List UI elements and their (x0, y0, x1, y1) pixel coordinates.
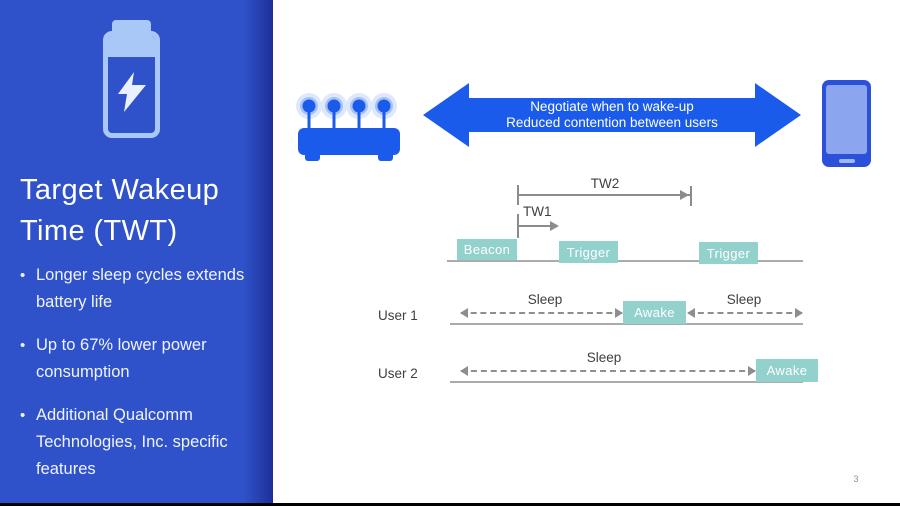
trigger-box-1: Trigger (559, 241, 618, 263)
tw1-label: TW1 (523, 204, 552, 219)
battery-cap (112, 20, 151, 34)
router-base (298, 128, 400, 155)
user2-baseline (450, 381, 803, 383)
user1-awake-box: Awake (623, 301, 686, 324)
phone-home-button (838, 159, 855, 163)
user2-awake-box: Awake (756, 359, 818, 382)
sidebar: Target Wakeup Time (TWT) Longer sleep cy… (0, 0, 273, 503)
ap-baseline (447, 260, 803, 262)
trigger-box-2: Trigger (699, 242, 758, 264)
smartphone-icon (822, 80, 871, 167)
battery-body (103, 31, 160, 138)
double-headed-arrow (423, 83, 801, 147)
tw2-line (518, 194, 690, 196)
banner-text: Negotiate when to wake-up Reduced conten… (423, 83, 801, 147)
title-line-1: Target Wakeup (20, 174, 220, 206)
user2-sleep-label: Sleep (586, 350, 622, 365)
user1-sleep-right-label: Sleep (726, 292, 762, 307)
wifi-router-icon (296, 93, 400, 161)
bullet-item: Up to 67% lower power consumption (20, 332, 258, 386)
bullet-list: Longer sleep cycles extends battery life… (20, 262, 258, 499)
tw1-line (518, 225, 552, 227)
user2-sleep-arrow (460, 366, 756, 376)
battery-fill (108, 36, 155, 57)
tw2-label: TW2 (590, 176, 620, 191)
lightning-bolt-icon (118, 72, 146, 112)
user1-sleep-left-arrow (460, 308, 623, 318)
bullet-item: Additional Qualcomm Technologies, Inc. s… (20, 402, 258, 483)
tw2-arrowhead (680, 190, 689, 200)
bullet-item: Longer sleep cycles extends battery life (20, 262, 258, 316)
page-number: 3 (853, 474, 859, 484)
page-title: Target Wakeup Time (TWT) (20, 170, 270, 252)
tw2-tick-right (690, 186, 692, 206)
antenna-halos (296, 93, 397, 119)
banner-line-1: Negotiate when to wake-up (530, 98, 694, 114)
tw1-arrowhead (550, 221, 559, 231)
beacon-box: Beacon (457, 239, 517, 260)
user1-sleep-right-arrow (687, 308, 803, 318)
antenna-stems (307, 106, 386, 132)
banner-line-2: Reduced contention between users (506, 115, 718, 130)
battery-charging-icon (103, 20, 160, 138)
user2-label: User 2 (378, 366, 418, 381)
phone-screen (826, 85, 867, 154)
user1-baseline (450, 323, 803, 325)
user1-sleep-left-label: Sleep (527, 292, 563, 307)
title-line-2: Time (TWT) (20, 215, 178, 247)
user1-label: User 1 (378, 308, 418, 323)
